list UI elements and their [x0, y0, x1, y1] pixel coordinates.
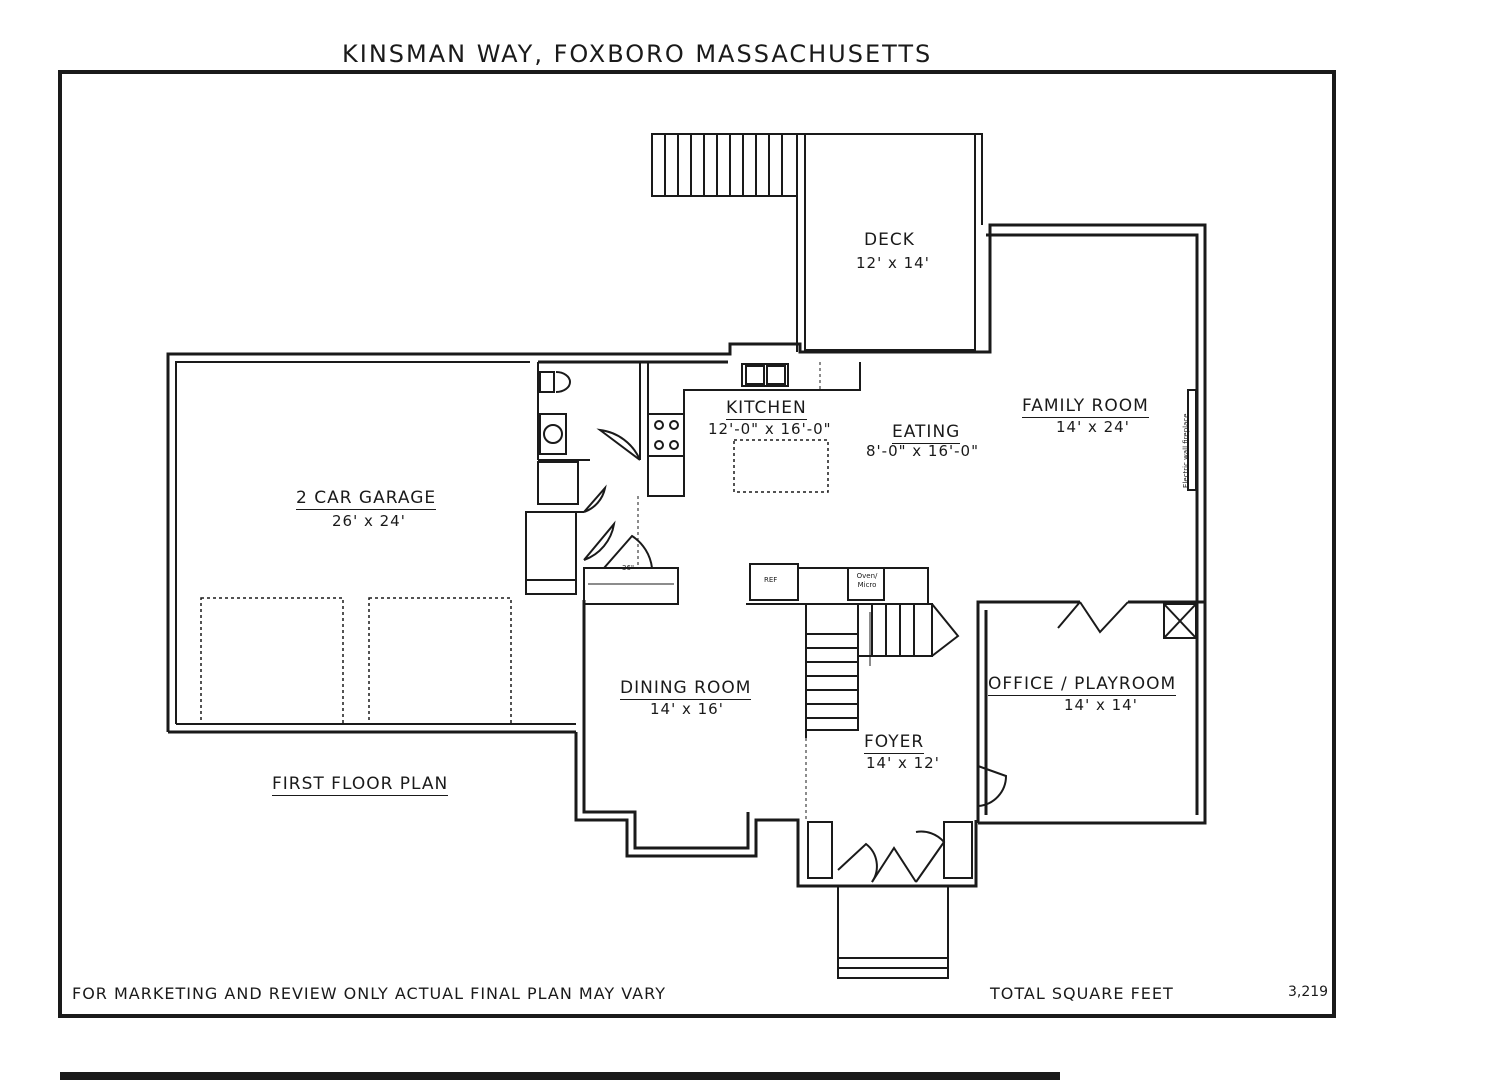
mudroom-bench — [583, 534, 679, 605]
deck-label: DECK — [864, 230, 915, 250]
foyer-dims: 14' x 12' — [866, 754, 940, 772]
kitchen-counters — [647, 362, 861, 497]
dining-room-label: DINING ROOM — [620, 678, 752, 700]
kitchen-label: KITCHEN — [726, 398, 807, 420]
plan-label: FIRST FLOOR PLAN — [272, 774, 449, 796]
disclaimer-text: FOR MARKETING AND REVIEW ONLY ACTUAL FIN… — [72, 984, 666, 1003]
garage-walls — [166, 352, 576, 734]
office-doors — [977, 601, 1197, 807]
refrigerator-label: REF — [764, 576, 778, 584]
family-room-label: FAMILY ROOM — [1022, 396, 1149, 418]
deck-stairs — [651, 133, 798, 197]
office-label: OFFICE / PLAYROOM — [988, 674, 1177, 696]
eating-label: EATING — [892, 422, 961, 444]
eating-dims: 8'-0" x 16'-0" — [866, 442, 980, 460]
kitchen-dims: 12'-0" x 16'-0" — [708, 420, 832, 438]
dashed-dividers — [637, 496, 807, 820]
house-walls — [530, 223, 1207, 888]
main-stairs — [805, 603, 960, 738]
bath-block — [525, 362, 641, 595]
bench-size-label: 36" — [622, 564, 635, 572]
foyer-entry — [807, 821, 973, 979]
dining-room-dims: 14' x 16' — [650, 700, 724, 718]
garage-doors — [200, 597, 512, 725]
family-room-dims: 14' x 24' — [1056, 418, 1130, 436]
total-sqft-value: 3,219 — [1288, 984, 1329, 1000]
page-title: KINSMAN WAY, FOXBORO MASSACHUSETTS — [342, 40, 933, 68]
garage-label: 2 CAR GARAGE — [296, 488, 437, 510]
oven-micro-label: Oven/ Micro — [856, 572, 878, 589]
foyer-label: FOYER — [864, 732, 925, 754]
center-counters — [746, 563, 929, 605]
deck-dims: 12' x 14' — [856, 254, 930, 272]
fireplace-label: Electric wall fireplace — [1182, 413, 1190, 488]
total-sqft-label: TOTAL SQUARE FEET — [990, 984, 1174, 1003]
fireplace — [1187, 389, 1197, 491]
page-frame — [58, 70, 1336, 1018]
office-dims: 14' x 14' — [1064, 696, 1138, 714]
office-walls — [976, 600, 1205, 823]
cropped-caption-strip — [60, 1072, 1060, 1080]
garage-dims: 26' x 24' — [332, 512, 406, 530]
